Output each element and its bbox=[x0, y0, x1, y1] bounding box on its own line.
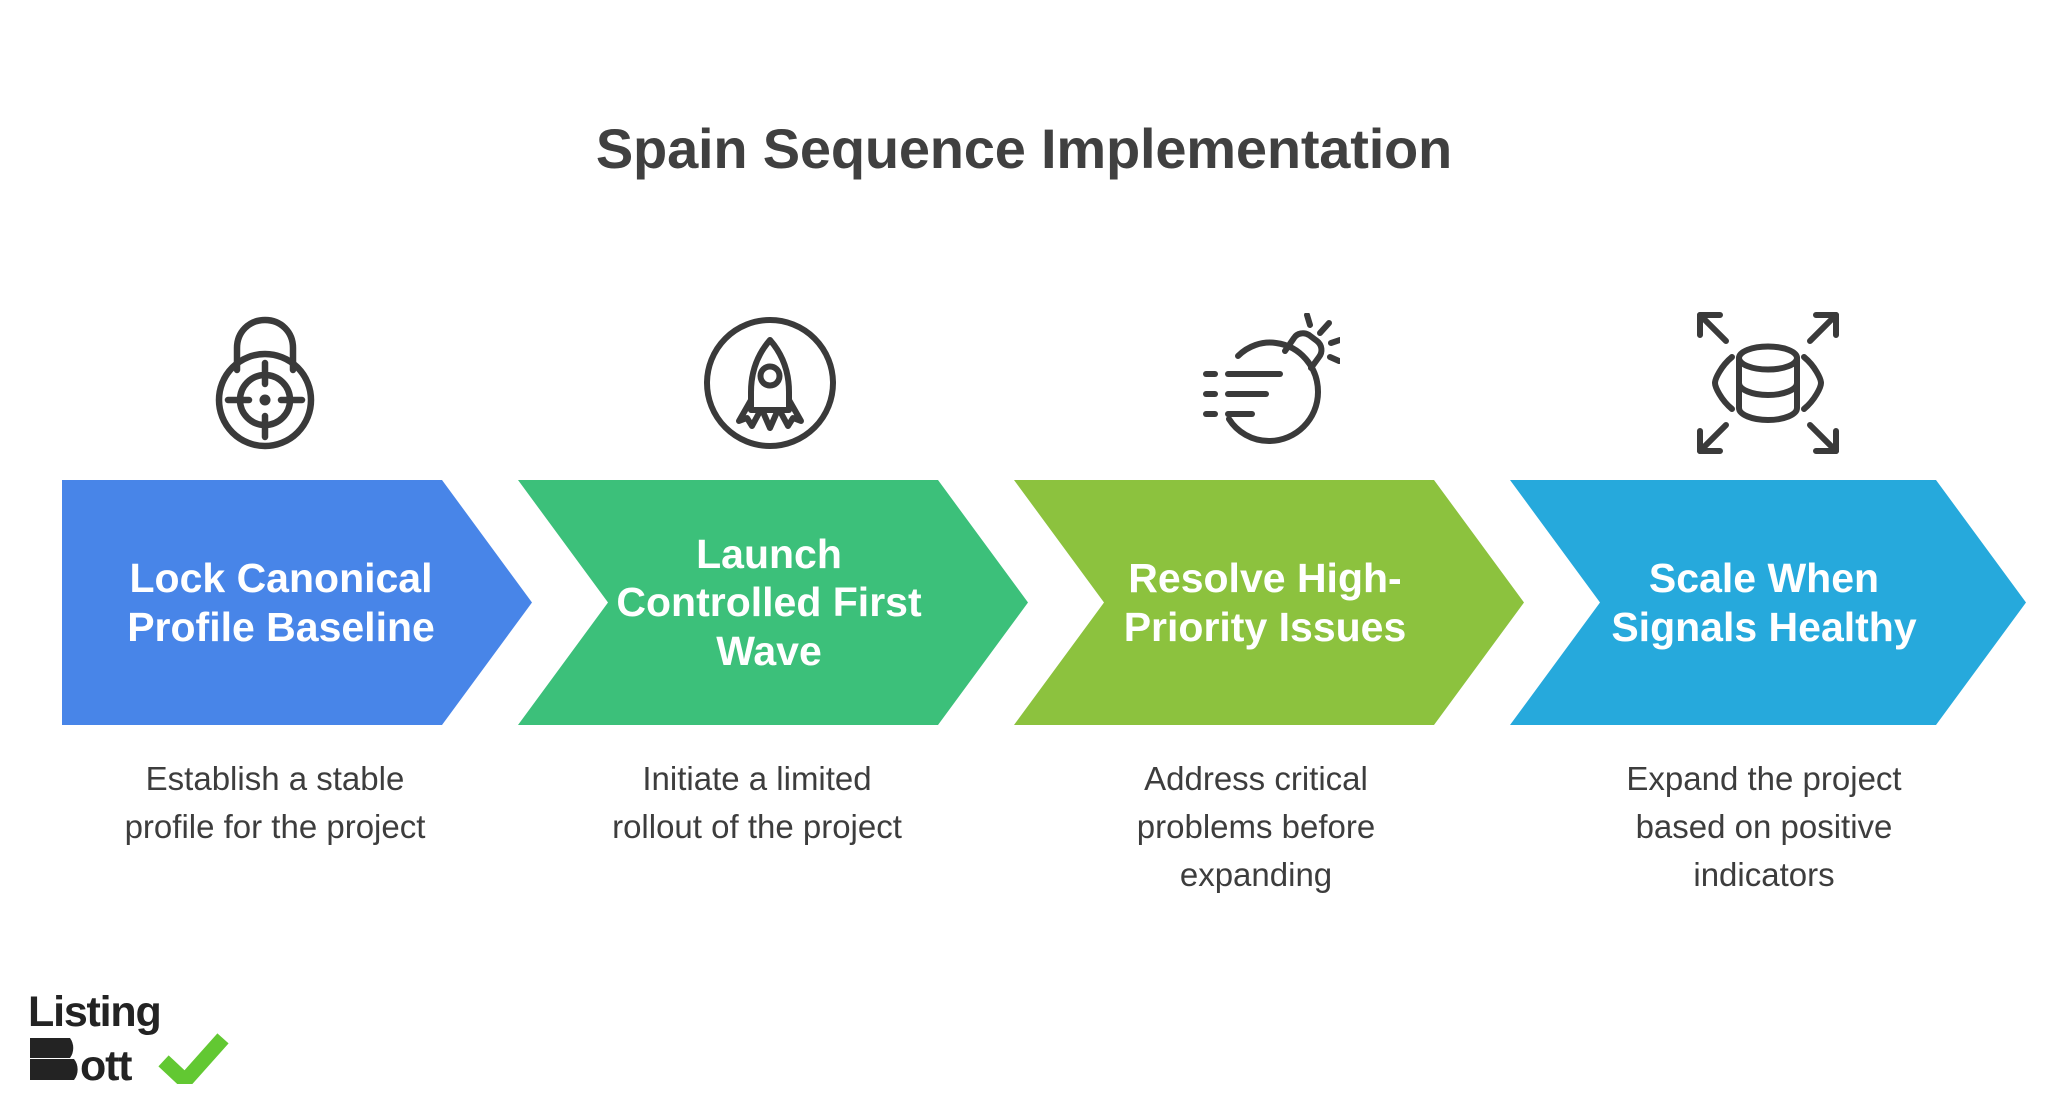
step-2-chevron-shape bbox=[518, 480, 1028, 725]
step-1-icon-area bbox=[62, 300, 532, 465]
listing-bott-logo: Listing ott bbox=[28, 988, 258, 1084]
step-3-label: Resolve High- Priority Issues bbox=[1123, 555, 1407, 650]
step-3-icon-area bbox=[1014, 300, 1524, 465]
checkmark-icon bbox=[158, 1033, 229, 1084]
database-expand-arrows-icon bbox=[1692, 309, 1844, 457]
process-step-1: Lock Canonical Profile Baseline Establis… bbox=[62, 300, 532, 960]
process-step-3: Resolve High- Priority Issues Address cr… bbox=[1014, 300, 1524, 960]
step-3-chevron-shape bbox=[1014, 480, 1524, 725]
step-2-caption: Initiate a limited rollout of the projec… bbox=[612, 760, 902, 845]
logo-line-2-glyphs bbox=[30, 1038, 78, 1080]
bomb-fuse-icon bbox=[1190, 312, 1340, 453]
process-steps-row: Lock Canonical Profile Baseline Establis… bbox=[0, 300, 2048, 960]
page-title: Spain Sequence Implementation bbox=[595, 117, 1453, 180]
step-4-label: Scale When Signals Healthy bbox=[1611, 555, 1917, 650]
logo-line-2-text: ott bbox=[80, 1042, 132, 1084]
process-step-2: Launch Controlled First Wave Initiate a … bbox=[518, 300, 1028, 960]
process-step-4: Scale When Signals Healthy Expand the pr… bbox=[1510, 300, 2026, 960]
step-4-chevron-shape bbox=[1510, 480, 2026, 725]
rocket-circle-icon bbox=[699, 312, 841, 454]
step-1-caption: Establish a stable profile for the proje… bbox=[124, 760, 426, 845]
step-4-caption: Expand the project based on positive ind… bbox=[1626, 760, 1902, 893]
step-1-chevron-shape bbox=[62, 480, 532, 725]
step-3-chevron[interactable]: Resolve High- Priority Issues bbox=[1014, 480, 1524, 725]
step-3-caption: Address critical problems before expandi… bbox=[1136, 760, 1376, 893]
step-4-chevron[interactable]: Scale When Signals Healthy bbox=[1510, 480, 2026, 725]
step-1-chevron[interactable]: Lock Canonical Profile Baseline bbox=[62, 480, 532, 725]
step-2-label: Launch Controlled First Wave bbox=[616, 530, 922, 674]
step-1-label: Lock Canonical Profile Baseline bbox=[127, 555, 435, 650]
step-2-icon-area bbox=[518, 300, 1028, 465]
step-2-chevron[interactable]: Launch Controlled First Wave bbox=[518, 480, 1028, 725]
padlock-target-icon bbox=[203, 308, 327, 458]
logo-line-1-text: Listing bbox=[28, 988, 161, 1036]
step-4-icon-area bbox=[1510, 300, 2026, 465]
